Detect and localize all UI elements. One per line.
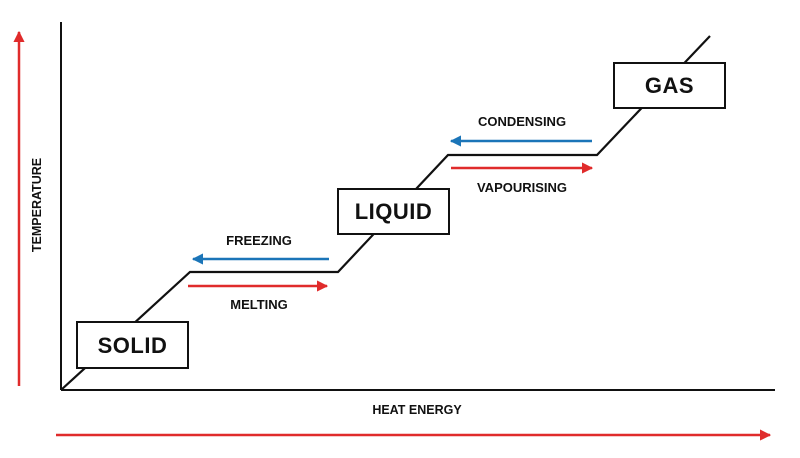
freezing-label: FREEZING <box>226 233 292 248</box>
melting-label: MELTING <box>230 297 288 312</box>
gas-phase-box: GAS <box>613 62 726 109</box>
vapourising-label: VAPOURISING <box>477 180 567 195</box>
gas-label: GAS <box>645 73 694 98</box>
x-axis-label: HEAT ENERGY <box>372 403 462 417</box>
liquid-label: LIQUID <box>355 199 433 224</box>
liquid-phase-box: LIQUID <box>337 188 450 235</box>
condensing-label: CONDENSING <box>478 114 566 129</box>
solid-phase-box: SOLID <box>76 321 189 369</box>
y-axis-label: TEMPERATURE <box>30 158 44 252</box>
solid-label: SOLID <box>98 333 168 358</box>
